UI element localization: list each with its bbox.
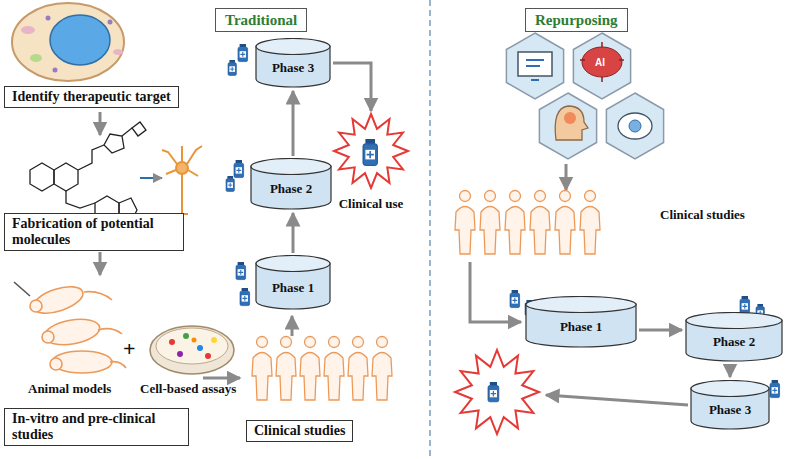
cell-assay-dish	[150, 326, 234, 374]
box-text: Fabrication of potential molecules	[12, 216, 176, 248]
phase-cylinder: Phase 2	[250, 158, 332, 210]
phase-cylinder: Phase 1	[255, 255, 331, 310]
flow-arrow	[333, 63, 371, 111]
text-label: Cell-based assays	[140, 381, 236, 397]
molecule-drawing	[30, 122, 146, 224]
process-box: Identify therapeutic target	[4, 86, 179, 108]
phase-cylinder: Phase 3	[690, 380, 770, 430]
text-label: Animal models	[28, 381, 111, 397]
box-text: Identify therapeutic target	[12, 89, 171, 105]
phase-label: Phase 3	[709, 392, 751, 418]
title-box: Repurposing	[525, 8, 628, 32]
title-box: Traditional	[215, 8, 307, 32]
box-text: Clinical studies	[254, 423, 345, 439]
cell-illustration	[12, 3, 124, 81]
ai-icons	[506, 33, 663, 159]
text-label: Clinical studies	[660, 207, 745, 223]
process-box: Fabrication of potential molecules	[4, 213, 184, 251]
phase-cylinder: Phase 2	[685, 312, 783, 362]
flow-arrow	[292, 91, 295, 156]
box-text: Traditional	[225, 12, 297, 28]
phase-cylinder: Phase 1	[525, 296, 637, 348]
box-text: Repurposing	[535, 12, 618, 28]
phase-label: Phase 2	[270, 171, 312, 197]
node-caption: Clinical use	[328, 196, 414, 212]
neuron-drawing	[162, 146, 202, 218]
starburst	[455, 350, 539, 434]
phase-label: Phase 1	[272, 270, 314, 296]
animal-models-drawing	[14, 282, 126, 373]
text-label: +	[123, 336, 136, 362]
people-figures	[252, 191, 600, 401]
phase-cylinder: Phase 3	[255, 38, 331, 88]
clinical-use-starburst: Clinical use	[328, 112, 414, 212]
process-box: In-vitro and pre-clinical studies	[4, 408, 189, 446]
divider-line	[429, 0, 431, 459]
box-text: In-vitro and pre-clinical studies	[12, 411, 181, 443]
phase-label: Phase 2	[713, 324, 755, 350]
phase-label: Phase 1	[560, 309, 602, 335]
flow-arrow	[292, 213, 295, 253]
phase-label: Phase 3	[272, 50, 314, 76]
process-box: Clinical studies	[246, 420, 353, 442]
flow-arrow	[639, 329, 682, 332]
text-label: AI	[595, 57, 605, 68]
flow-arrow	[729, 364, 732, 377]
